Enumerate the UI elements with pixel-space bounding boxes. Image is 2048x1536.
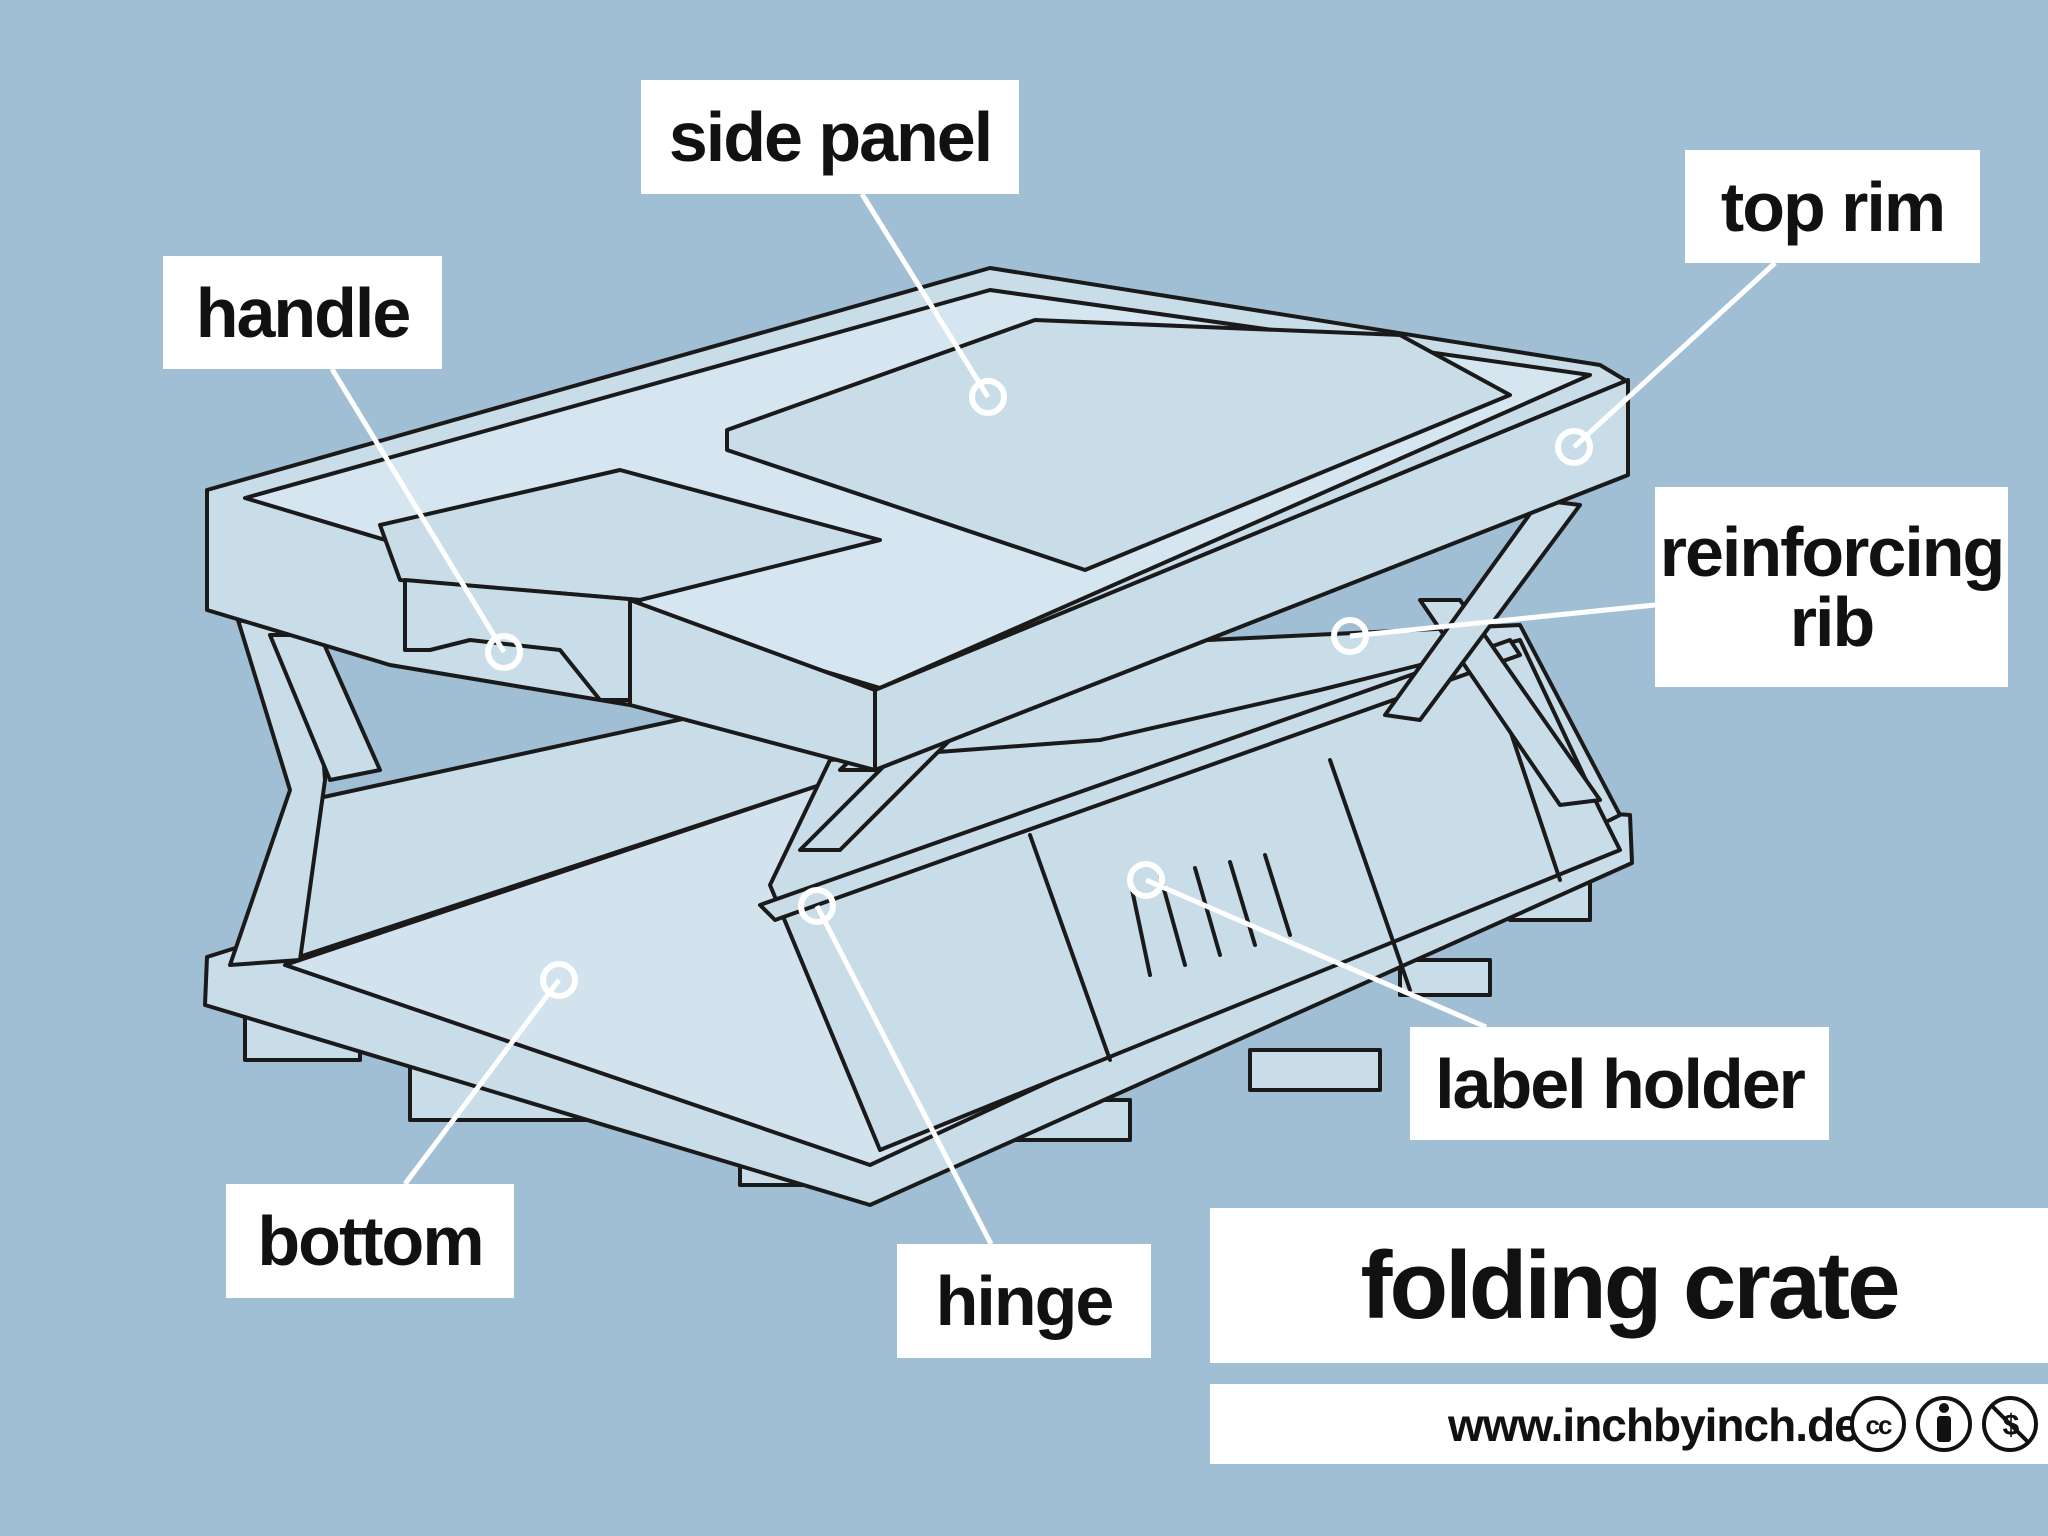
crate-side-panel [725, 318, 1512, 572]
hinge-bar [758, 638, 1522, 922]
label-bottom-text: bottom [257, 1202, 484, 1280]
label-bottom: bottom [226, 1184, 514, 1298]
marker-hinge [798, 887, 836, 925]
website-link[interactable]: www.inchbyinch.de [1448, 1399, 1860, 1451]
label-side-panel-text: side panel [668, 98, 993, 176]
label-hinge: hinge [897, 1244, 1151, 1358]
label-side-panel: side panel [641, 80, 1019, 194]
leader-side-panel [859, 192, 991, 399]
cc-icon: cc [1850, 1396, 1906, 1452]
leader-label-holder [1145, 877, 1487, 1030]
by-attribution-icon [1916, 1396, 1972, 1452]
license-icons: cc $ [1850, 1396, 2038, 1452]
marker-handle [485, 633, 523, 671]
label-handle: handle [163, 256, 442, 369]
label-hinge-text: hinge [935, 1262, 1115, 1340]
credit-bar: www.inchbyinch.de cc $ [1210, 1384, 2048, 1464]
label-top-rim-text: top rim [1720, 167, 1946, 246]
label-reinforcing-rib-line1: reinforcing [1659, 513, 2006, 591]
leader-lines [329, 192, 1777, 1246]
label-top-rim: top rim [1685, 150, 1980, 263]
marker-side-panel [969, 378, 1007, 416]
leader-handle [329, 367, 507, 654]
label-label-holder-text: label holder [1435, 1044, 1806, 1123]
label-handle-text: handle [195, 273, 412, 352]
label-reinforcing-rib: reinforcing rib [1655, 487, 2008, 687]
marker-label-holder [1127, 861, 1165, 899]
crate-handle-panel [378, 468, 882, 602]
marker-top-rim [1555, 428, 1593, 466]
marker-circles [485, 378, 1593, 999]
leader-reinforcing-rib [1349, 602, 1656, 639]
marker-bottom [540, 961, 578, 999]
leader-hinge [814, 904, 994, 1246]
leader-top-rim [1572, 261, 1777, 449]
label-label-holder: label holder [1410, 1027, 1829, 1140]
diagram-title-text: folding crate [1360, 1231, 1900, 1339]
svg-text:cc: cc [1866, 1410, 1892, 1440]
non-commercial-icon: $ [1982, 1396, 2038, 1452]
label-reinforcing-rib-line2: rib [1789, 583, 1875, 661]
diagram-title: folding crate [1210, 1208, 2048, 1363]
marker-reinforcing-rib [1331, 617, 1369, 655]
leader-bottom [403, 978, 561, 1186]
crate-rim-right-face [873, 378, 1630, 772]
